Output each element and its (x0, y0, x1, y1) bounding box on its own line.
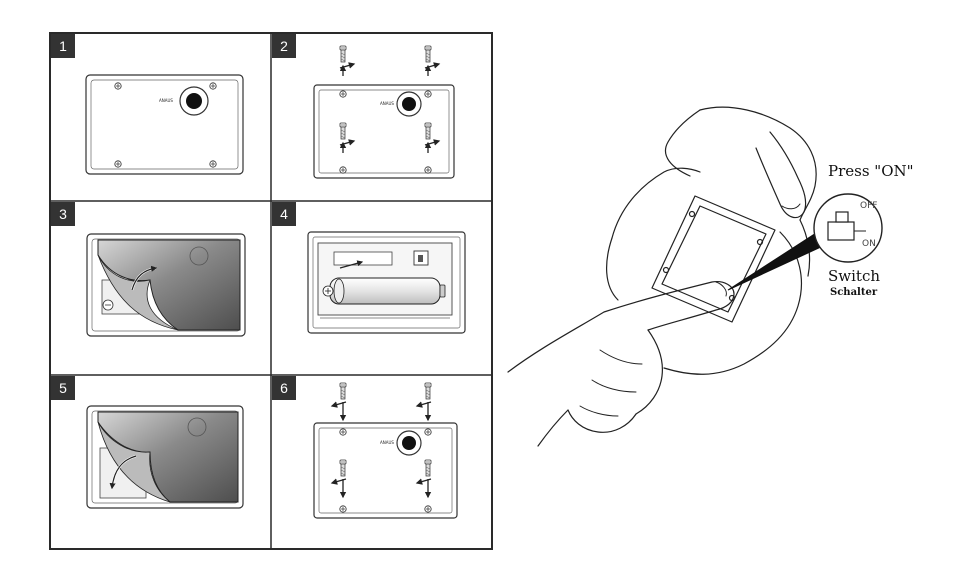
screw-icon (339, 382, 347, 400)
close-arrow-icon (109, 455, 137, 490)
switch-title: Switch (828, 267, 880, 285)
screw-hole-icon (209, 82, 217, 90)
device-marking: ANAUS (380, 440, 394, 445)
step-6-replace-screws: ANAUS (313, 382, 458, 519)
step-badge-3: 3 (51, 202, 75, 226)
switch-callout: OFF ON Press "ON" Switch Schalter (813, 162, 914, 298)
insert-arrow-icon (339, 260, 364, 269)
step-badge-4: 4 (272, 202, 296, 226)
screw-icon (339, 122, 347, 140)
screw-in-arrow-icon (330, 401, 432, 499)
svg-text:6: 6 (280, 380, 288, 396)
screw-hole-icon (114, 160, 122, 168)
device-marking: ANAUS (380, 101, 394, 106)
svg-text:1: 1 (59, 38, 67, 54)
svg-text:3: 3 (59, 206, 67, 222)
step-4-insert-battery (307, 231, 466, 334)
press-on-instruction: Press "ON" (828, 162, 914, 180)
step-badge-2: 2 (272, 34, 296, 58)
step-5-replace-cover (86, 405, 244, 509)
screw-hole-icon (114, 82, 122, 90)
svg-text:5: 5 (59, 380, 67, 396)
step-badge-5: 5 (51, 376, 75, 400)
device-marking: ANAUS (159, 98, 173, 103)
step-badge-1: 1 (51, 34, 75, 58)
svg-text:4: 4 (280, 206, 288, 222)
peel-arrow-icon (131, 265, 158, 291)
slide-switch-icon (827, 221, 855, 241)
switch-on-label: ON (862, 239, 876, 249)
screw-hole-icon (209, 160, 217, 168)
screw-hole-icon (662, 210, 764, 302)
screw-icon (339, 459, 347, 477)
screw-icon (424, 382, 432, 400)
unscrew-arrow-icon (339, 62, 441, 153)
step-1-device-back: ANAUS (85, 74, 244, 175)
screw-icon (424, 122, 432, 140)
hands-pressing-switch (507, 106, 817, 447)
step-2-remove-screws: ANAUS (313, 45, 455, 179)
screw-icon (424, 459, 432, 477)
step-3-peel-cover (86, 233, 246, 337)
switch-subtitle: Schalter (830, 287, 878, 298)
screw-icon (339, 45, 347, 63)
svg-text:2: 2 (280, 38, 288, 54)
switch-off-label: OFF (860, 201, 877, 211)
screw-icon (424, 45, 432, 63)
step-badge-6: 6 (272, 376, 296, 400)
battery-icon (329, 277, 441, 305)
